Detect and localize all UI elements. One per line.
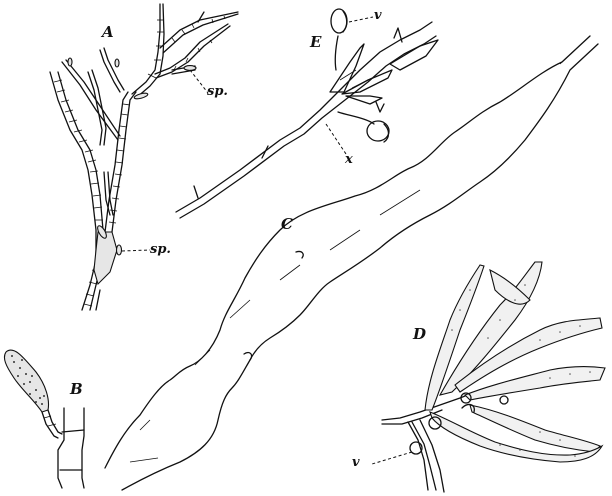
annotation-v-e: v	[374, 8, 382, 23]
panel-e-drawing	[175, 8, 439, 219]
panel-label-c: C	[281, 215, 293, 233]
panel-label-b: B	[70, 380, 83, 398]
panel-label-e: E	[310, 33, 322, 51]
panel-d-drawing	[371, 261, 606, 493]
annotation-v-d: v	[352, 455, 360, 470]
panel-b-drawing	[3, 349, 85, 489]
panel-a-drawing	[49, 3, 239, 311]
panel-label-a: A	[102, 23, 114, 41]
panel-c-drawing	[104, 35, 599, 491]
panel-label-d: D	[413, 325, 427, 343]
annotation-sp-upper: sp.	[207, 84, 228, 99]
annotation-x-e: x	[345, 152, 353, 167]
annotation-sp-lower: sp.	[150, 242, 171, 257]
